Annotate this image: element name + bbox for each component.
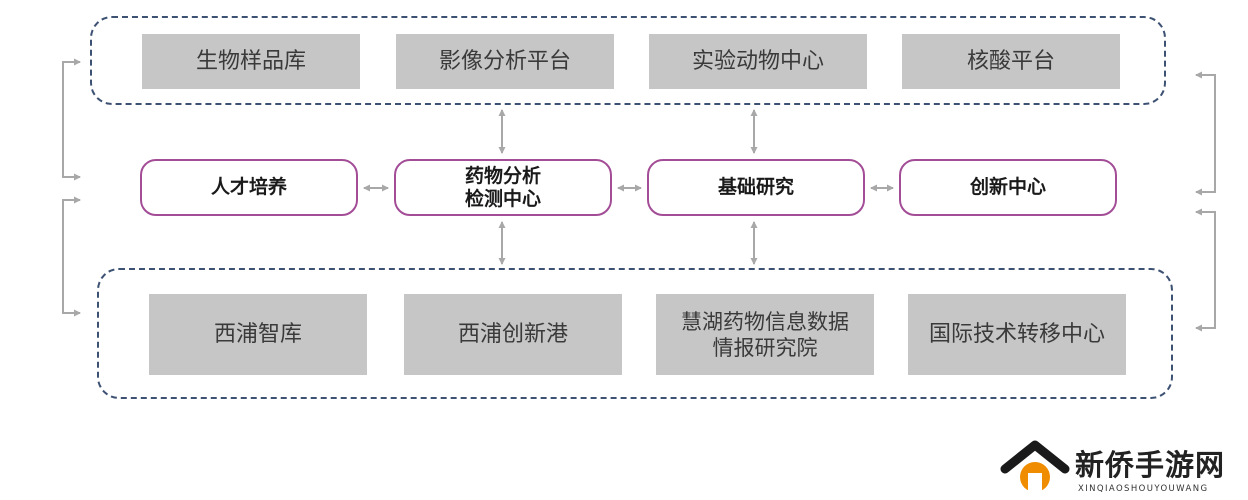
core-talent-training: 人才培养 (140, 159, 358, 216)
core-basic-research: 基础研究 (647, 159, 865, 216)
top-platform-biobank: 生物样品库 (142, 34, 360, 89)
right-bracket-upper (1195, 71, 1216, 196)
top-platform-group (90, 16, 1166, 105)
house-logo-icon (1000, 440, 1070, 493)
watermark-subtitle: XINQIAOSHOUYOUWANG (1078, 484, 1209, 494)
core-drug-analysis-center: 药物分析 检测中心 (394, 159, 612, 216)
right-bracket-lower (1195, 208, 1216, 332)
top-platform-animal-center: 实验动物中心 (649, 34, 867, 89)
left-bracket-upper (62, 58, 81, 181)
bottom-platform-group (97, 268, 1173, 399)
bottom-platform-drug-intelligence-institute: 慧湖药物信息数据 情报研究院 (656, 294, 874, 375)
bottom-platform-think-tank: 西浦智库 (149, 294, 367, 375)
watermark-name: 新侨手游网 (1075, 448, 1226, 482)
bottom-platform-tech-transfer-center: 国际技术转移中心 (908, 294, 1126, 375)
left-bracket-lower (62, 196, 81, 317)
watermark: 新侨手游网 XINQIAOSHOUYOUWANG (1000, 440, 1240, 496)
top-platform-imaging-analysis: 影像分析平台 (396, 34, 614, 89)
bottom-platform-innovation-harbor: 西浦创新港 (404, 294, 622, 375)
core-innovation-center: 创新中心 (899, 159, 1117, 216)
top-platform-nucleic-acid: 核酸平台 (902, 34, 1120, 89)
